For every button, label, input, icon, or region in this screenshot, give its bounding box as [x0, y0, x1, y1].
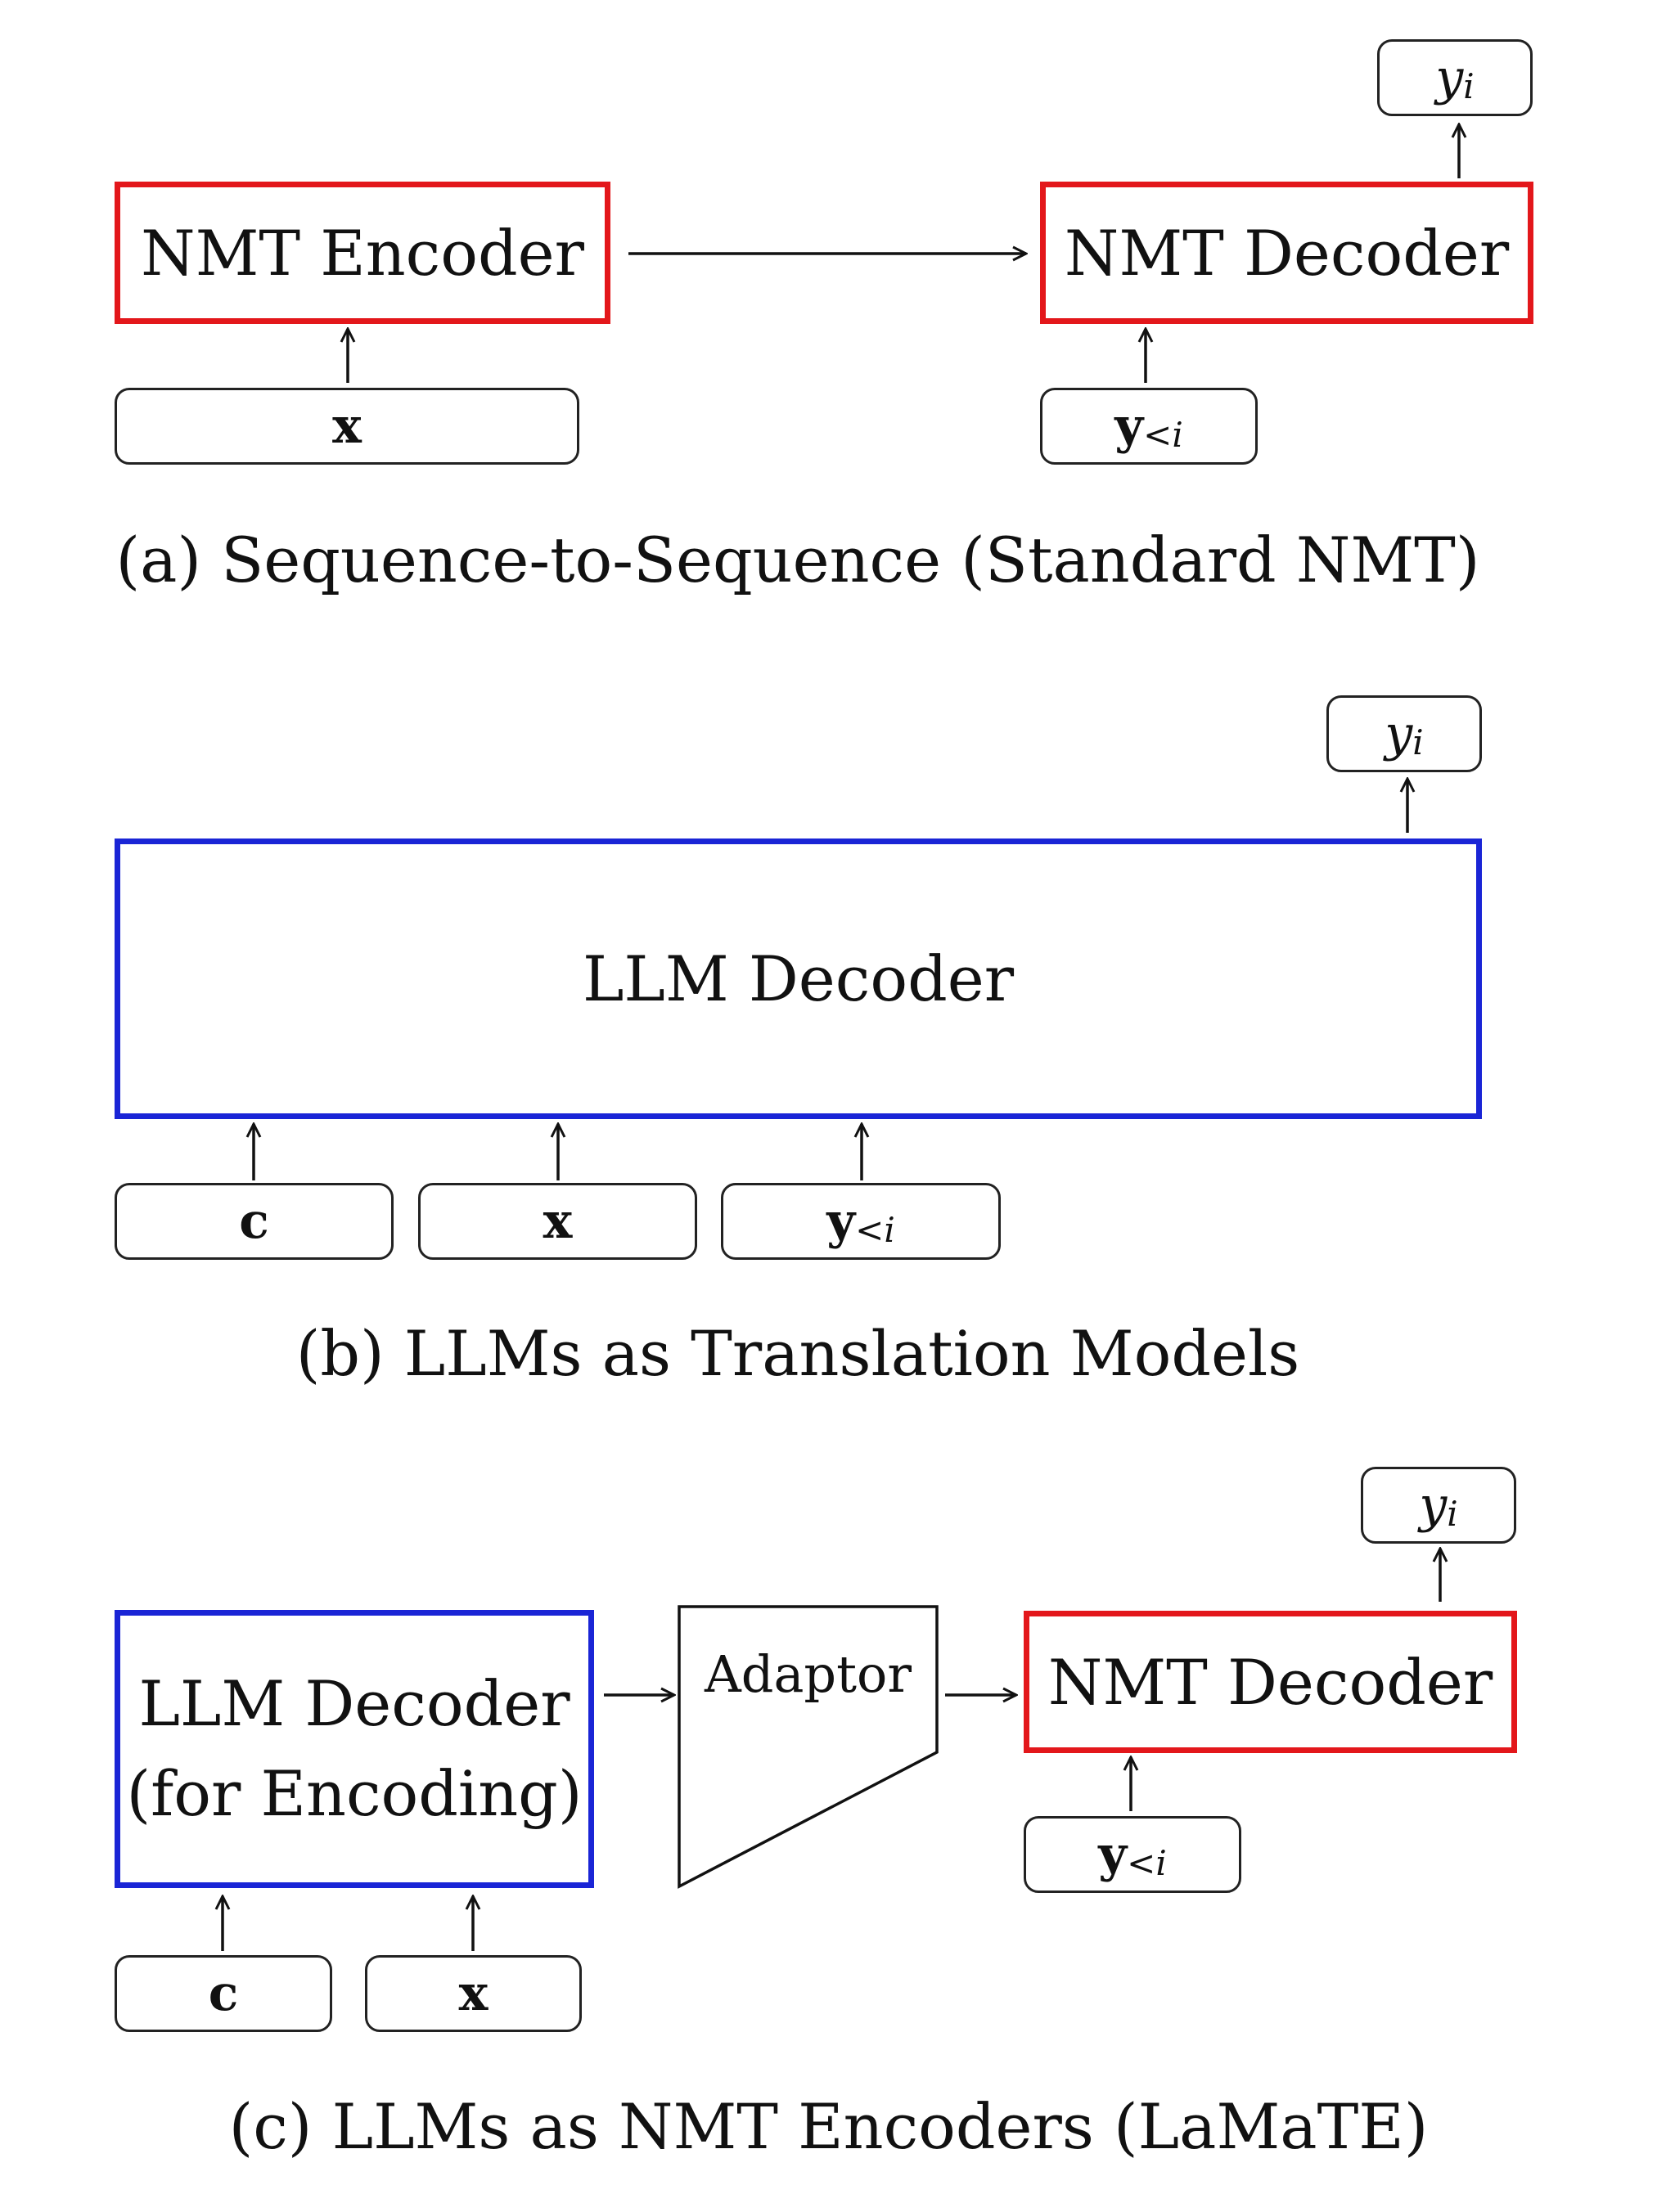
x-symbol-b: x — [543, 1193, 573, 1250]
yi-symbol: y — [1435, 49, 1464, 106]
input-x-token-b: x — [418, 1183, 697, 1260]
llm-decoder-label-b: LLM Decoder — [582, 942, 1015, 1015]
input-y-prev-token-b: y<i — [721, 1183, 1001, 1260]
for-encoding-label: (for Encoding) — [126, 1757, 583, 1830]
input-y-prev-token-a: y<i — [1040, 388, 1258, 465]
input-c-token-c: c — [115, 1955, 332, 2032]
yi-subscript-b: i — [1412, 722, 1424, 762]
nmt-decoder-box-c: NMT Decoder — [1024, 1611, 1517, 1753]
nmt-decoder-box-a: NMT Decoder — [1040, 182, 1533, 324]
adaptor-shape — [678, 1605, 939, 1889]
y-prev-subscript: <i — [1143, 415, 1183, 455]
nmt-encoder-box-a: NMT Encoder — [115, 182, 610, 324]
caption-a: (a) Sequence-to-Sequence (Standard NMT) — [115, 524, 1480, 596]
x-symbol: x — [332, 398, 362, 455]
nmt-encoder-label: NMT Encoder — [141, 216, 584, 290]
nmt-decoder-label-c: NMT Decoder — [1047, 1645, 1493, 1719]
yi-symbol-b: y — [1385, 705, 1413, 762]
input-c-token-b: c — [115, 1183, 394, 1260]
y-symbol-c: y — [1098, 1826, 1128, 1883]
yi-symbol-c: y — [1419, 1477, 1448, 1534]
y-symbol: y — [1114, 398, 1144, 455]
caption-b: (b) LLMs as Translation Models — [295, 1317, 1300, 1390]
c-symbol-b: c — [239, 1193, 269, 1250]
yi-subscript: i — [1463, 66, 1475, 106]
llm-decoder-label-c: LLM Decoder — [138, 1666, 570, 1740]
input-y-prev-token-c: y<i — [1024, 1816, 1241, 1893]
adaptor-label: Adaptor — [705, 1644, 912, 1704]
nmt-decoder-label-a: NMT Decoder — [1064, 216, 1510, 290]
input-x-token-c: x — [365, 1955, 582, 2032]
x-symbol-c: x — [458, 1965, 489, 2022]
y-prev-subscript-c: <i — [1127, 1843, 1167, 1883]
llm-decoder-box-b: LLM Decoder — [115, 838, 1482, 1119]
y-symbol-b: y — [826, 1193, 856, 1250]
yi-subscript-c: i — [1447, 1494, 1458, 1534]
llm-decoder-box-c: LLM Decoder (for Encoding) — [115, 1610, 594, 1888]
c-symbol-c: c — [208, 1965, 239, 2022]
y-prev-subscript-b: <i — [855, 1210, 895, 1250]
caption-c: (c) LLMs as NMT Encoders (LaMaTE) — [228, 2090, 1429, 2163]
input-x-token-a: x — [115, 388, 579, 465]
